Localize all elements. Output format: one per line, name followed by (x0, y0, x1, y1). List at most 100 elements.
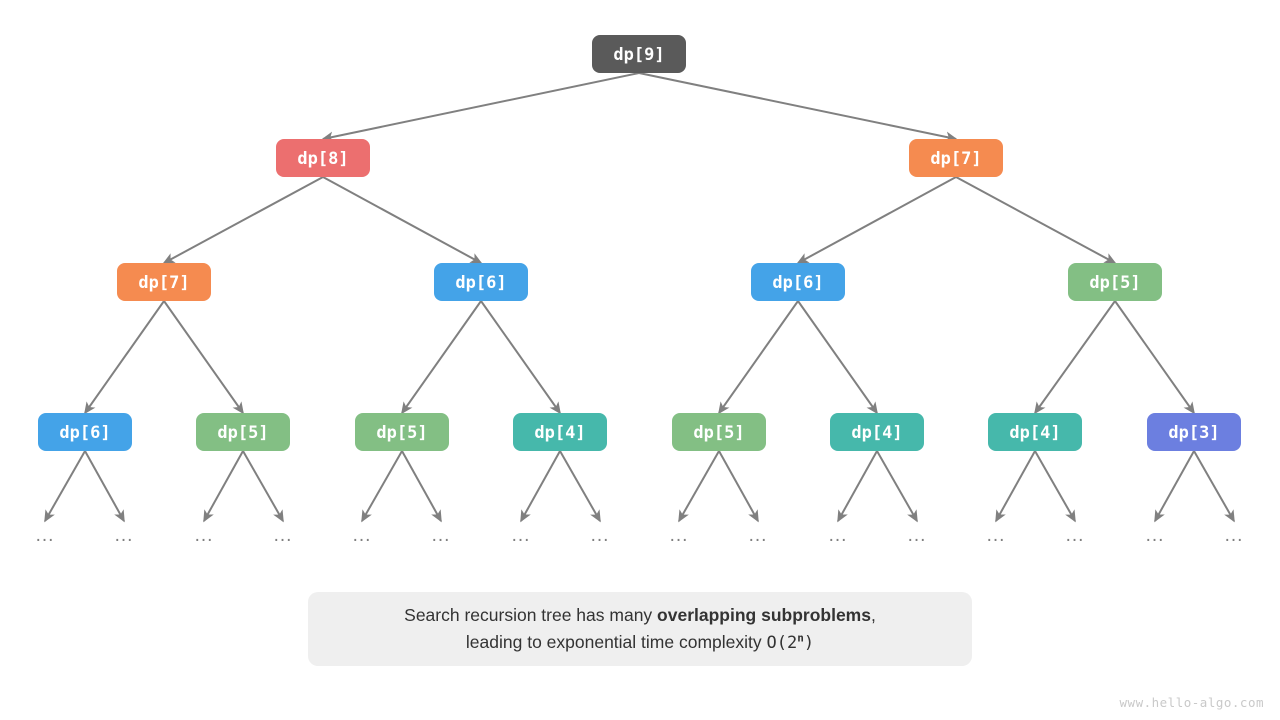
node-label: dp[6] (455, 273, 506, 293)
tree-edge (361, 450, 403, 523)
ellipsis-marker: ... (512, 525, 531, 546)
node-label: dp[7] (138, 273, 189, 293)
node-label: dp[6] (772, 273, 823, 293)
tree-node[interactable]: dp[4] (830, 413, 924, 451)
tree-edge (678, 450, 720, 523)
nodes-layer: dp[9] dp[8] dp[7] dp[7] dp[6] dp[6] dp[5] dp[6]… (38, 35, 1241, 451)
tree-edge (321, 72, 640, 143)
node-label: dp[8] (297, 149, 348, 169)
node-label: dp[3] (1168, 423, 1219, 443)
tree-edge (84, 450, 125, 523)
tree-edge (837, 450, 878, 523)
node-label: dp[4] (534, 423, 585, 443)
edges-layer (44, 72, 1235, 523)
ellipsis-marker: ... (591, 525, 610, 546)
tree-edge (401, 300, 482, 415)
ellipsis-marker: ... (987, 525, 1006, 546)
tree-node[interactable]: dp[4] (513, 413, 607, 451)
tree-node[interactable]: dp[3] (1147, 413, 1241, 451)
caption-line1-prefix: Search recursion tree has many (404, 604, 658, 625)
node-label: dp[6] (59, 423, 110, 443)
ellipsis-marker: ... (670, 525, 689, 546)
tree-edge (1154, 450, 1195, 523)
node-box (513, 413, 607, 451)
tree-edge (401, 450, 442, 523)
tree-edge (718, 450, 759, 523)
node-box (672, 413, 766, 451)
tree-node[interactable]: dp[6] (38, 413, 132, 451)
tree-node[interactable]: dp[6] (751, 263, 845, 301)
tree-edge (638, 72, 958, 143)
tree-node[interactable]: dp[5] (672, 413, 766, 451)
tree-edge (796, 176, 957, 264)
tree-node[interactable]: dp[7] (117, 263, 211, 301)
tree-edge (1034, 300, 1116, 415)
node-box (355, 413, 449, 451)
watermark: www.hello-algo.com (1119, 695, 1264, 710)
tree-node[interactable]: dp[5] (196, 413, 290, 451)
node-label: dp[5] (376, 423, 427, 443)
tree-node[interactable]: dp[6] (434, 263, 528, 301)
caption-box: Search recursion tree has many overlappi… (308, 592, 972, 666)
tree-edge (1034, 450, 1076, 523)
ellipsis-marker: ... (353, 525, 372, 546)
node-label: dp[4] (1009, 423, 1060, 443)
tree-edge (480, 300, 561, 415)
ellipsis-marker: ... (115, 525, 134, 546)
node-box (988, 413, 1082, 451)
complexity-expression: O(2n) (766, 631, 815, 653)
ellipsis-marker: ... (1146, 525, 1165, 546)
tree-edge (1114, 300, 1195, 415)
node-box (434, 263, 528, 301)
node-box (830, 413, 924, 451)
ellipsis-layer: ........................................… (36, 525, 1244, 546)
tree-edge (995, 450, 1036, 523)
ellipsis-marker: ... (195, 525, 214, 546)
ellipsis-marker: ... (1066, 525, 1085, 546)
tree-edge (242, 450, 284, 523)
ellipsis-marker: ... (829, 525, 848, 546)
node-box (38, 413, 132, 451)
tree-node[interactable]: dp[8] (276, 139, 370, 177)
node-box (117, 263, 211, 301)
complexity-base: O(2 (766, 632, 798, 653)
node-box (1147, 413, 1241, 451)
caption-line-2: leading to exponential time complexity O… (466, 629, 814, 656)
node-label: dp[9] (613, 45, 664, 65)
node-label: dp[5] (217, 423, 268, 443)
caption-line1-strong: overlapping subproblems (657, 604, 871, 625)
tree-node[interactable]: dp[7] (909, 139, 1003, 177)
ellipsis-marker: ... (1225, 525, 1244, 546)
tree-edge (162, 176, 324, 264)
node-box (276, 139, 370, 177)
tree-node[interactable]: dp[4] (988, 413, 1082, 451)
tree-edge (718, 300, 799, 415)
tree-edge (797, 300, 878, 415)
ellipsis-marker: ... (908, 525, 927, 546)
caption-line1-suffix: , (870, 604, 876, 625)
tree-edge (322, 176, 483, 264)
ellipsis-marker: ... (274, 525, 293, 546)
ellipsis-marker: ... (749, 525, 768, 546)
node-label: dp[5] (1089, 273, 1140, 293)
node-box (1068, 263, 1162, 301)
tree-edge (955, 176, 1117, 264)
tree-edge (559, 450, 601, 523)
tree-edge (1193, 450, 1235, 523)
tree-node[interactable]: dp[5] (355, 413, 449, 451)
tree-edge (876, 450, 918, 523)
tree-edge (520, 450, 561, 523)
caption-line2-prefix: leading to exponential time complexity (465, 631, 767, 652)
tree-edge (44, 450, 86, 523)
tree-node[interactable]: dp[5] (1068, 263, 1162, 301)
node-label: dp[4] (851, 423, 902, 443)
tree-edge (84, 300, 165, 415)
tree-edge (203, 450, 244, 523)
node-box (751, 263, 845, 301)
tree-node[interactable]: dp[9] (592, 35, 686, 73)
node-box (909, 139, 1003, 177)
complexity-exponent: n (797, 631, 804, 645)
caption-line-1: Search recursion tree has many overlappi… (404, 602, 876, 629)
